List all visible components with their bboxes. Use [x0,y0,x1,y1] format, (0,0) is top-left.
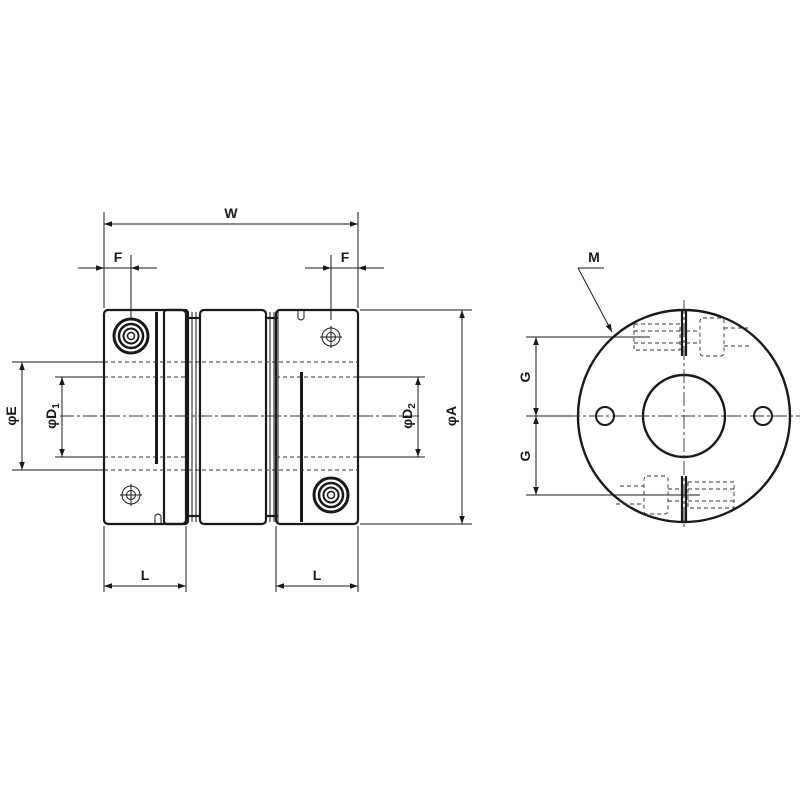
mounting-hole-icon [595,406,615,426]
dim-d1-label: φD1 [43,403,62,429]
screw-hole-icon [120,484,142,506]
clamp-screw-head-icon [312,476,350,514]
dim-a-label: φA [443,406,459,426]
dim-l-right-label: L [313,567,322,583]
mounting-hole-icon [753,406,773,426]
dim-m-label: M [588,249,600,265]
dim-f-left-label: F [114,249,123,265]
dim-l-left-label: L [141,567,150,583]
side-view: G G M [517,249,800,530]
right-clamp-slit [300,372,303,522]
dim-g-top-label: G [517,371,533,382]
left-hub-body [102,308,188,526]
center-spacer [198,308,268,526]
hidden-clamp-screw-top [633,317,752,357]
clamp-screw-head-icon [112,317,150,355]
left-clamp-slit [155,312,158,464]
right-disc-pack [265,312,279,522]
left-disc-pack [187,312,201,522]
left-slit-notch [154,513,162,524]
left-flex-ring [162,308,190,526]
right-flex-ring [274,308,360,526]
dim-g-bottom-label: G [517,450,533,461]
dim-e-label: φE [3,406,19,425]
right-slit-notch [297,310,305,321]
front-view: W F F L L φE φD1 φD2 φA [3,205,472,592]
dim-f-right-label: F [341,249,350,265]
dim-w-label: W [224,205,238,221]
screw-hole-icon [320,326,342,348]
dim-m-leader [577,267,613,333]
dim-d2-label: φD2 [399,403,418,429]
